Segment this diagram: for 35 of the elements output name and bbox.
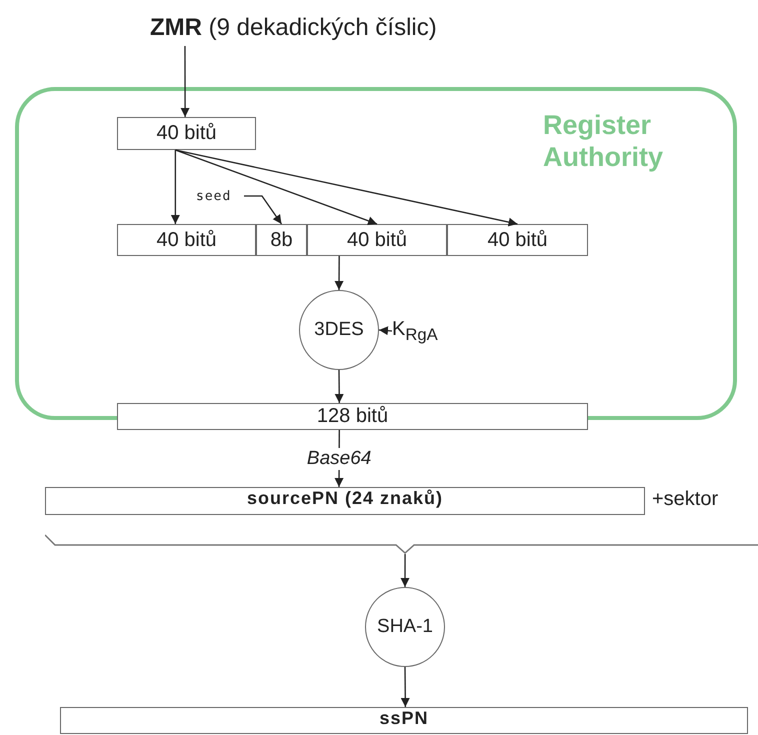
leader-line bbox=[244, 195, 282, 224]
arrow bbox=[334, 256, 344, 290]
node-label: 40 bitů bbox=[156, 228, 217, 252]
output-box bbox=[45, 487, 645, 515]
bracket bbox=[45, 533, 758, 554]
node-label: seed bbox=[196, 188, 232, 204]
node-label: sourcePN (24 znaků) bbox=[246, 488, 444, 509]
node-label: 40 bitů bbox=[487, 228, 548, 252]
node-label: K$_{RgA}$ bbox=[392, 318, 438, 344]
arrow bbox=[400, 667, 410, 707]
node-label: +sektor bbox=[652, 488, 718, 510]
arrow bbox=[175, 149, 518, 226]
arrow bbox=[400, 554, 410, 587]
arrow bbox=[180, 46, 190, 117]
node-label: ZMR (9 dekadických číslic) bbox=[150, 14, 437, 42]
output-box bbox=[60, 707, 748, 734]
node-label: 8b bbox=[270, 228, 293, 252]
node-label: ssPN bbox=[379, 708, 429, 729]
bit-field-box bbox=[447, 224, 588, 256]
node-label: 128 bitů bbox=[316, 405, 388, 428]
arrow bbox=[175, 149, 378, 226]
arrow bbox=[378, 326, 392, 336]
arrow bbox=[334, 370, 344, 403]
node-label: 3DES bbox=[314, 319, 364, 341]
node-label: 40 bitů bbox=[156, 122, 217, 145]
node-label: SHA-1 bbox=[377, 616, 433, 638]
region-title: Register Authority bbox=[543, 109, 664, 174]
bit-field-box bbox=[117, 403, 588, 430]
bit-field-box bbox=[117, 117, 256, 150]
edge-label: Base64 bbox=[304, 448, 374, 470]
node-label: 40 bitů bbox=[346, 228, 408, 252]
bit-field-box bbox=[307, 224, 447, 256]
arrow bbox=[170, 150, 180, 224]
bit-field-box bbox=[256, 224, 307, 256]
bit-field-box bbox=[117, 224, 256, 256]
